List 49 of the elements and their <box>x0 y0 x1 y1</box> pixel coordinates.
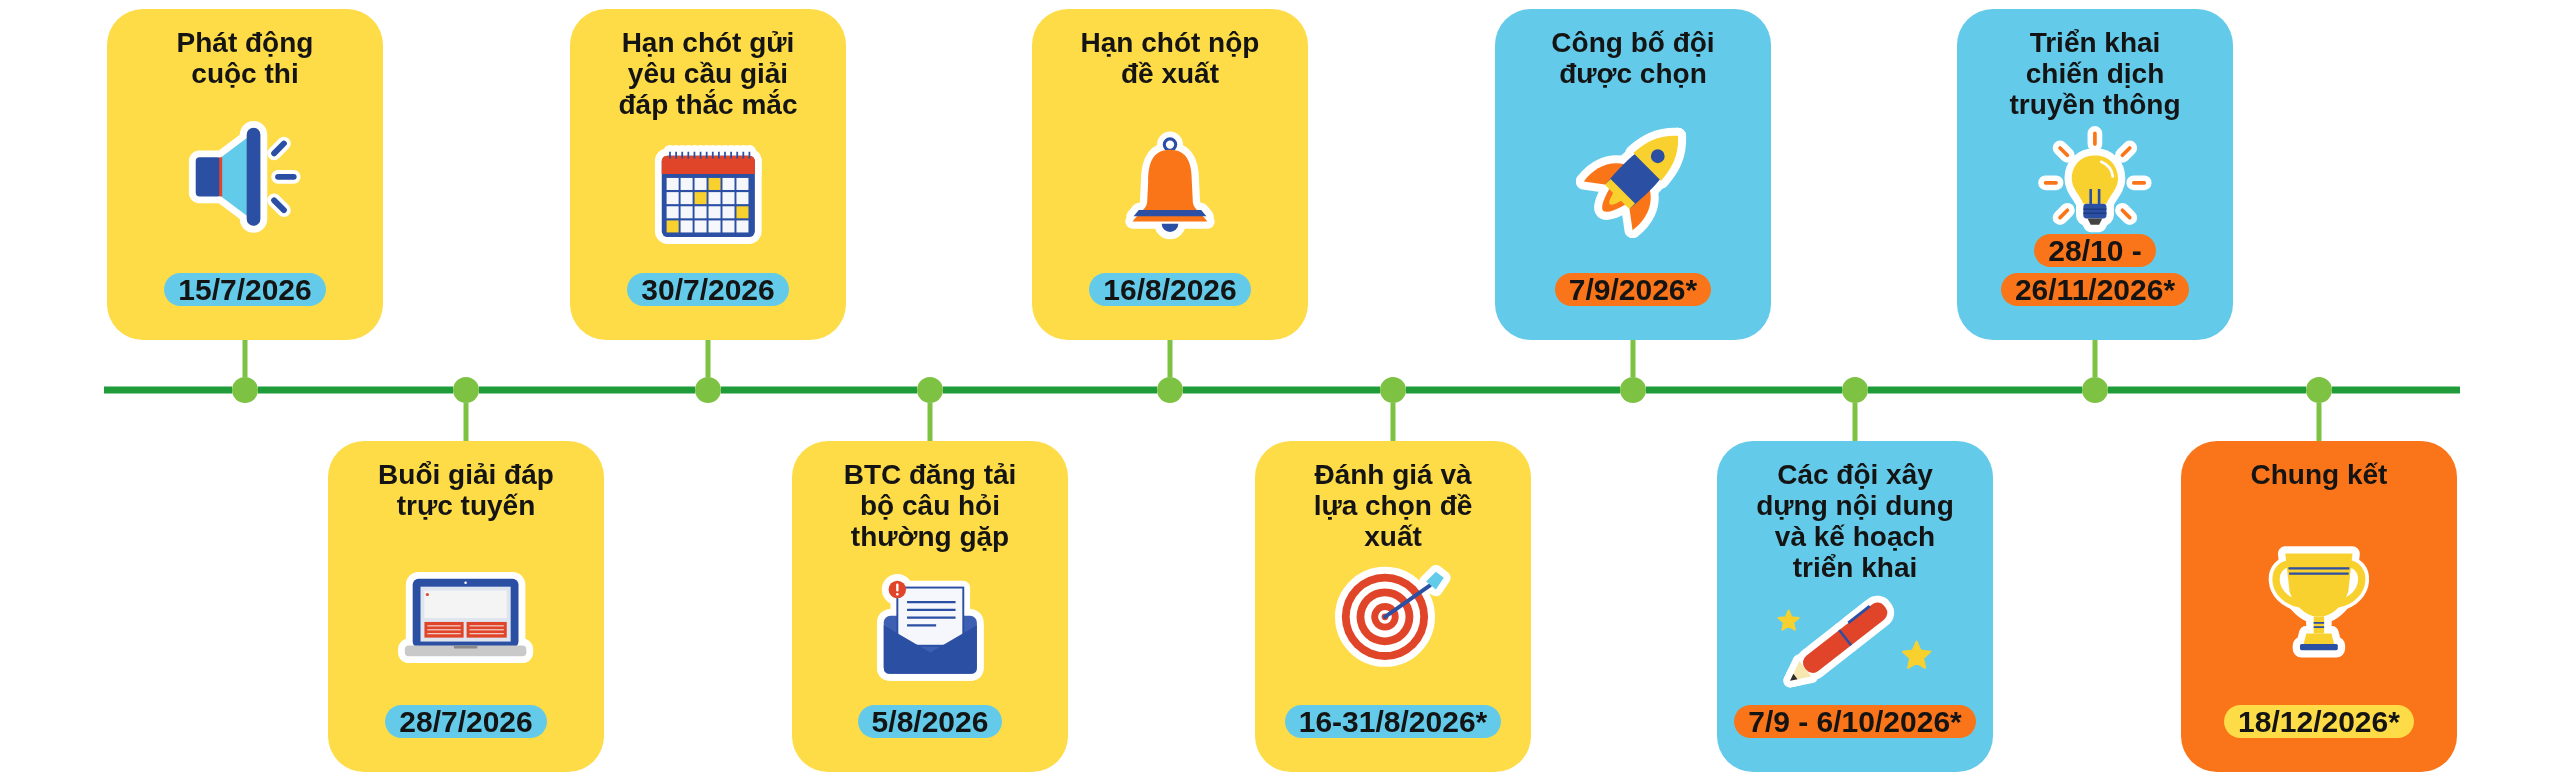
event-title: Phát động cuộc thi <box>175 27 315 89</box>
timeline-line <box>1646 386 1842 394</box>
timeline-dot <box>232 377 258 403</box>
connector-line <box>927 403 933 441</box>
connector-line <box>1390 403 1396 441</box>
event-card <box>328 441 604 772</box>
event-card <box>792 441 1068 772</box>
timeline-dot <box>2082 377 2108 403</box>
timeline-dot <box>1842 377 1868 403</box>
event-title: BTC đăng tải bộ câu hỏi thường gặp <box>842 459 1018 552</box>
timeline-line <box>943 386 1157 394</box>
event-title: Đánh giá và lựa chọn đề xuất <box>1312 459 1474 552</box>
event-card <box>2181 441 2457 772</box>
connector-line <box>1167 340 1173 377</box>
timeline-dot <box>1380 377 1406 403</box>
event-card <box>1717 441 1993 772</box>
timeline-dot <box>1620 377 1646 403</box>
event-card <box>1032 9 1308 340</box>
event-title: Công bố đội được chọn <box>1550 27 1716 89</box>
connector-line <box>1630 340 1636 377</box>
timeline-dot <box>2306 377 2332 403</box>
timeline-dot <box>917 377 943 403</box>
timeline-line <box>479 386 695 394</box>
event-card <box>107 9 383 340</box>
timeline-dot <box>695 377 721 403</box>
event-card <box>1957 9 2233 340</box>
timeline-line <box>1183 386 1380 394</box>
event-title: Chung kết <box>2250 459 2388 490</box>
event-title: Triển khai chiến dịch truyền thông <box>2008 27 2182 120</box>
event-card <box>1255 441 1531 772</box>
timeline-dot <box>453 377 479 403</box>
event-title: Buổi giải đáp trực tuyến <box>377 459 555 521</box>
timeline-line <box>721 386 917 394</box>
connector-line <box>2092 340 2098 377</box>
timeline-line <box>2108 386 2306 394</box>
connector-line <box>1852 403 1858 441</box>
connector-line <box>463 403 469 441</box>
event-title: Hạn chót nộp đề xuất <box>1079 27 1261 89</box>
connector-line <box>2316 403 2322 441</box>
connector-line <box>705 340 711 377</box>
event-title: Các đội xây dựng nội dung và kế hoạch triển khai <box>1755 459 1955 583</box>
event-card <box>1495 9 1771 340</box>
event-card <box>570 9 846 340</box>
timeline-dot <box>1157 377 1183 403</box>
connector-line <box>242 340 248 377</box>
timeline-line <box>1868 386 2082 394</box>
timeline-line <box>258 386 453 394</box>
timeline-line <box>1406 386 1620 394</box>
event-title: Hạn chót gửi yêu cầu giải đáp thắc mắc <box>617 27 799 120</box>
